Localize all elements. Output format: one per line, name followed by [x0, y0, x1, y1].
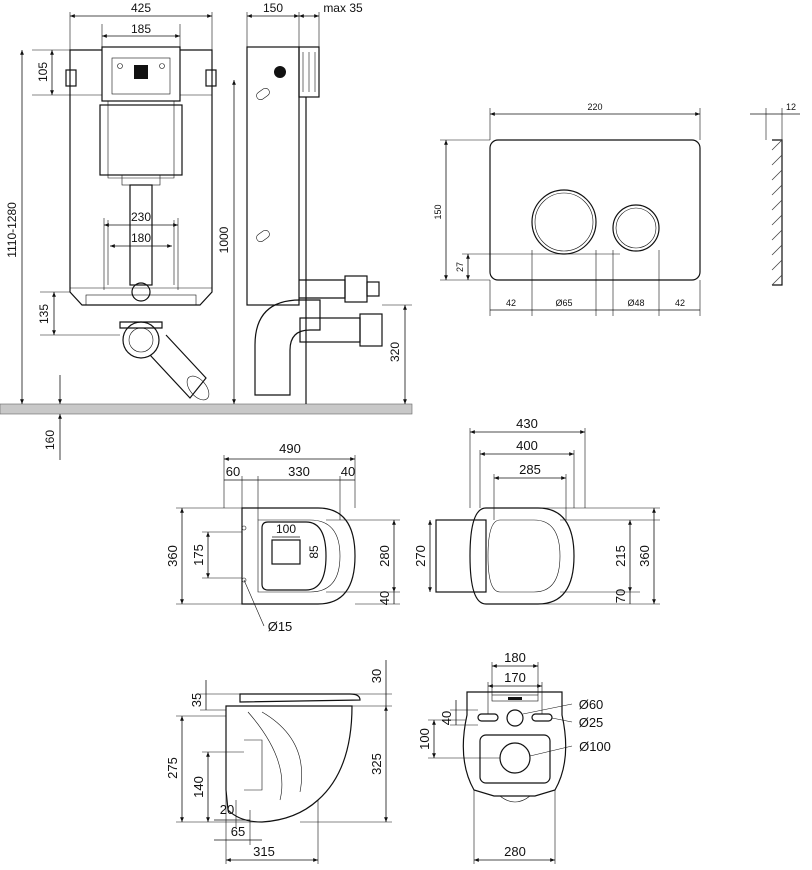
- dim-outlet-height: 140: [191, 776, 206, 798]
- dim-frame-width: 425: [131, 1, 151, 15]
- dim-rim-offset: 35: [189, 693, 204, 707]
- dim-toilet-rim-width: 280: [377, 545, 392, 567]
- dim-rear-bolt-spacing: 170: [504, 670, 526, 685]
- dim-opening-depth: 85: [307, 545, 321, 559]
- dim-wall-offset: 65: [231, 824, 245, 839]
- dim-plate-width: 220: [587, 102, 602, 112]
- dim-small-button: Ø48: [627, 298, 644, 308]
- dim-toilet-width: 360: [165, 545, 180, 567]
- dim-plate-bottom-offset: 27: [455, 262, 465, 272]
- dim-seat-thickness: 30: [369, 669, 384, 683]
- dim-seat-inner-width: 285: [519, 462, 541, 477]
- dim-outlet-diameter: Ø100: [579, 739, 611, 754]
- dim-pipe-spacing: 180: [131, 231, 151, 245]
- drain-pipe: [131, 282, 151, 302]
- dim-plate-height: 150: [433, 204, 443, 219]
- dim-seat-side-depth: 270: [413, 545, 428, 567]
- dim-toilet-front-lip: 40: [377, 591, 392, 605]
- frame-side-view: 150 max 35 1000 320: [217, 1, 412, 404]
- small-flush-button: [612, 204, 660, 252]
- dim-bolt-diameter: Ø25: [579, 715, 604, 730]
- dim-toilet-overall-height: 325: [369, 753, 384, 775]
- dim-toilet-inner-width: 175: [191, 544, 206, 566]
- toilet-body-profile: [225, 705, 353, 823]
- seat-hinge-block: [435, 519, 487, 593]
- outlet-hole: [499, 742, 531, 774]
- frame-front-view: 425 185 105 1110-1280 230 180 135 160: [0, 1, 413, 460]
- large-flush-button: [531, 189, 597, 255]
- dim-side-outlet-height: 320: [388, 342, 402, 362]
- toilet-top-view: 490 60 330 40 360 175 100 85 280 40 Ø15: [165, 441, 400, 634]
- dim-hole-diameter: Ø15: [268, 619, 293, 634]
- inlet-hole: [506, 709, 524, 727]
- dim-seat-front-depth: 70: [613, 589, 628, 603]
- dim-rear-vertical-offset: 40: [439, 711, 454, 725]
- dim-rear-top-width: 180: [504, 650, 526, 665]
- dim-toilet-seat-length: 330: [288, 464, 310, 479]
- dim-seat-opening-depth: 215: [613, 545, 628, 567]
- dim-plate-width: 185: [131, 22, 151, 36]
- dim-side-depth: 150: [263, 1, 283, 15]
- toilet-rear-outline: [462, 691, 567, 797]
- seat-top-view: 430 400 285 270 215 70 360: [413, 416, 660, 605]
- dim-rear-centre-height: 100: [417, 728, 432, 750]
- dim-frame-height: 1110-1280: [5, 202, 19, 258]
- dim-toilet-front-offset: 40: [341, 464, 355, 479]
- dim-floor-depth: 160: [43, 430, 57, 450]
- flush-plate: [489, 139, 701, 281]
- dim-pipe-inner-width: 230: [131, 210, 151, 224]
- toilet-side-view: 30 325 35 275 140 20 65 315: [165, 660, 392, 864]
- dim-plate-thickness: 12: [786, 102, 796, 112]
- dim-plate-margin-left: 42: [506, 298, 516, 308]
- dim-toilet-height: 275: [165, 757, 180, 779]
- dim-inlet-diameter: Ø60: [579, 697, 604, 712]
- toilet-bowl-outline: [241, 507, 356, 605]
- dim-toilet-rear-offset: 60: [226, 464, 240, 479]
- dim-side-max-depth: max 35: [323, 1, 363, 15]
- dim-opening-width: 100: [276, 522, 296, 536]
- dim-side-height: 1000: [217, 226, 231, 253]
- frame-side-body: [246, 46, 300, 306]
- dim-toilet-side-length: 315: [253, 844, 275, 859]
- seat-profile: [239, 693, 361, 703]
- cistern: [99, 104, 183, 176]
- dim-seat-overall-depth: 360: [637, 545, 652, 567]
- flush-plate-view: 220 12 150 27 42 Ø65 Ø48 42: [433, 102, 800, 316]
- toilet-opening: [271, 539, 301, 565]
- dim-outlet-offset: 20: [220, 802, 234, 817]
- dim-bottom-offset: 135: [37, 304, 51, 324]
- dim-toilet-length: 490: [279, 441, 301, 456]
- dim-seat-overall-width: 430: [516, 416, 538, 431]
- dim-rear-bottom-width: 280: [504, 844, 526, 859]
- dim-top-offset: 105: [36, 62, 50, 82]
- dim-plate-margin-right: 42: [675, 298, 685, 308]
- toilet-rear-view: 180 170 Ø60 Ø25 Ø100 40 100 280: [417, 650, 611, 864]
- floor-slab: [0, 403, 413, 415]
- dim-large-button: Ø65: [555, 298, 572, 308]
- dim-seat-outer-width: 400: [516, 438, 538, 453]
